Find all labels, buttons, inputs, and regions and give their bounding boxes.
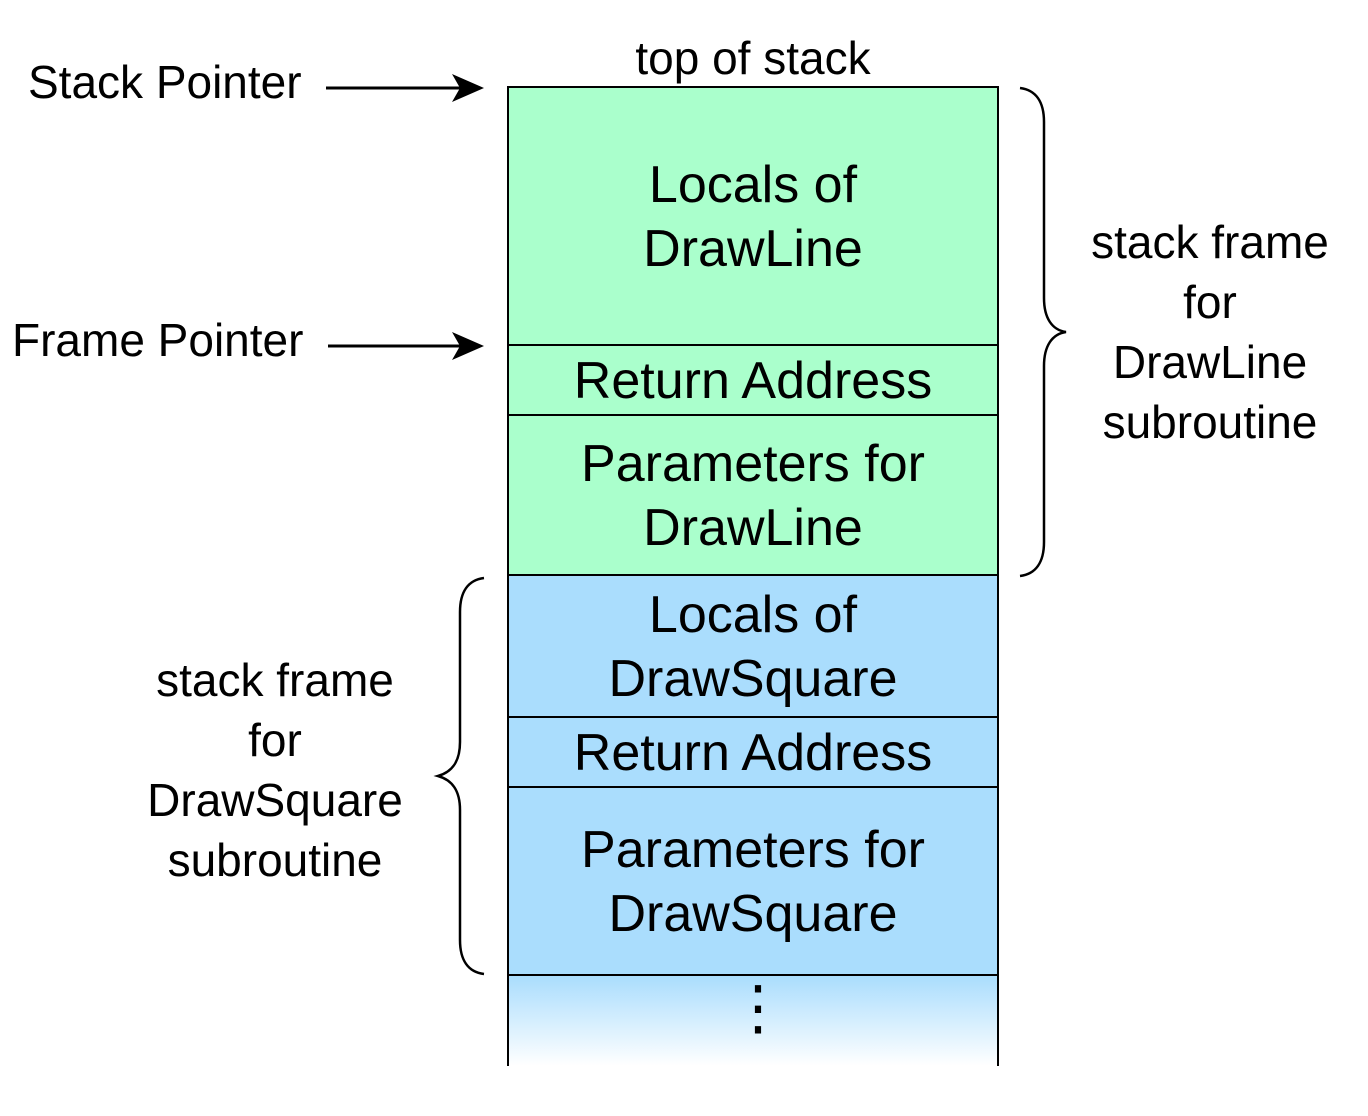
drawsquare-frame-label: stack frame for DrawSquare subroutine <box>130 650 420 890</box>
stack-pointer-label: Stack Pointer <box>28 56 302 108</box>
cell-text: DrawLine <box>643 498 863 557</box>
cell-text: Parameters for <box>581 820 925 879</box>
stack-pointer-arrow <box>326 74 484 102</box>
frame-pointer-label: Frame Pointer <box>12 314 304 366</box>
drawline-frame-brace <box>1019 86 1067 578</box>
cell-return-address-drawline: Return Address <box>508 344 998 415</box>
cell-text: DrawSquare <box>608 884 898 943</box>
frame-label-line: subroutine <box>167 834 383 886</box>
frame-label-line: stack frame <box>1091 216 1329 268</box>
cell-text: Parameters for <box>581 434 925 493</box>
frame-label-line: stack frame <box>156 654 394 706</box>
cell-text: Return Address <box>573 723 933 782</box>
top-of-stack-label: top of stack <box>635 32 871 84</box>
cell-text: Locals of <box>648 155 858 214</box>
drawsquare-frame-brace <box>433 576 485 976</box>
frame-label-line: DrawLine <box>1112 336 1308 388</box>
frame-pointer-arrow <box>328 332 484 360</box>
cell-text: Return Address <box>573 351 933 410</box>
cell-text: DrawLine <box>643 219 863 278</box>
frame-label-line: subroutine <box>1102 396 1318 448</box>
frame-label-line: for <box>1183 276 1237 328</box>
cell-return-address-drawsquare: Return Address <box>508 716 998 787</box>
frame-label-line: DrawSquare <box>147 774 403 826</box>
drawline-frame-label: stack frame for DrawLine subroutine <box>1075 212 1345 452</box>
stack-continuation <box>508 974 998 1066</box>
frame-label-line: for <box>248 714 302 766</box>
cell-text: Locals of <box>648 585 858 644</box>
cell-text: DrawSquare <box>608 649 898 708</box>
